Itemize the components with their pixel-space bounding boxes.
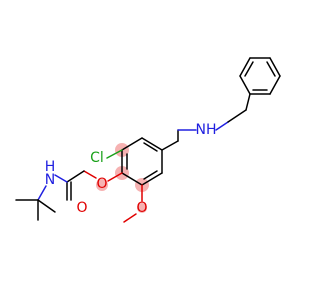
bond-c-cl — [106, 149, 123, 159]
chlorine-label: Cl — [90, 150, 104, 166]
molecule-canvas: Cl O O O H N NH — [15, 57, 281, 223]
oxyacetamide-chain — [54, 170, 123, 201]
bond-double — [244, 61, 254, 77]
highlight-methoxy-o — [137, 203, 147, 213]
bond-double — [143, 142, 158, 152]
amide-hydrogen-label: H — [45, 159, 56, 175]
bond — [121, 137, 143, 151]
carbonyl-oxygen-label: O — [76, 200, 87, 216]
bond-o-ch3 — [123, 213, 137, 223]
bond-ch2-ch2 — [227, 109, 247, 123]
bond — [239, 57, 251, 77]
bond-double — [143, 170, 158, 180]
bond — [141, 172, 163, 186]
bond — [121, 172, 143, 186]
phenethylaminomethyl-chain — [161, 93, 251, 151]
amine-nitrogen-label: NH — [196, 122, 217, 138]
methoxy-group — [123, 184, 143, 223]
bond-ch2-c — [66, 170, 85, 183]
bond-n-c — [37, 185, 47, 201]
structure-drawing: Cl O O O H N NH — [15, 57, 281, 223]
ether-oxygen-label: O — [96, 176, 107, 192]
methoxy-oxygen-label: O — [136, 200, 147, 216]
bond-double — [266, 61, 276, 77]
bond-ring-ch2 — [161, 140, 179, 151]
bond-n-ch2 — [215, 121, 229, 131]
central-benzene-ring — [121, 137, 163, 186]
bond-o-ch2 — [83, 170, 97, 179]
tert-butyl-group — [15, 185, 56, 221]
highlight-ether-o — [96, 179, 108, 191]
bond-ch2-ph — [245, 93, 251, 111]
bond — [269, 57, 281, 77]
bond — [269, 75, 281, 95]
bond-c-n — [54, 174, 68, 183]
bond — [239, 75, 251, 95]
bond — [141, 137, 163, 151]
bond-c-o — [107, 172, 123, 182]
bond-methyl — [37, 199, 56, 213]
amide-nitrogen-label: N — [45, 172, 55, 188]
terminal-benzene-ring — [239, 57, 281, 95]
ring-highlights — [96, 143, 149, 213]
